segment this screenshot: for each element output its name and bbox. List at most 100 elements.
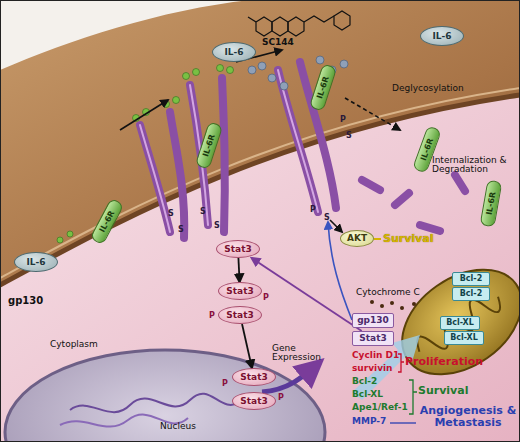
akt-line xyxy=(374,238,381,240)
gp130-fragment xyxy=(362,180,380,190)
cristae xyxy=(412,287,505,363)
sugar-dot xyxy=(183,73,190,80)
kinase-ellipse: AKT xyxy=(340,230,374,247)
site-letter: S xyxy=(346,132,352,140)
bond xyxy=(304,16,334,22)
metastasis-line xyxy=(390,422,416,423)
node-text: gp130 xyxy=(357,316,389,325)
gp130-shine xyxy=(278,70,318,212)
node-text: IL-6 xyxy=(224,48,243,57)
gene-box: Stat3 xyxy=(352,331,394,346)
signal-arrow xyxy=(242,324,252,368)
nucleus xyxy=(5,350,325,442)
dot xyxy=(390,301,394,305)
protein-box: Bcl-2 xyxy=(452,287,490,301)
gp130-chain xyxy=(222,78,225,232)
node-text: Bcl-2 xyxy=(460,290,482,298)
sugar-dot xyxy=(268,74,276,82)
gp130-receptor xyxy=(140,62,465,238)
dna-strand xyxy=(70,394,240,412)
ring xyxy=(256,17,272,36)
process-label: Gene Expression xyxy=(272,344,320,363)
membrane-edge xyxy=(0,95,520,285)
mitochondrion xyxy=(383,248,520,396)
node-text: IL-6 xyxy=(26,258,45,267)
gp130-fragment xyxy=(395,193,409,205)
node-text: Bcl-2 xyxy=(460,275,482,283)
receptor-name: gp130 xyxy=(8,296,43,307)
site-letter: P xyxy=(310,206,316,214)
node-text: IL-6R xyxy=(485,191,497,215)
site-letter: S xyxy=(214,222,220,230)
sugar-dot xyxy=(280,82,288,90)
sugar-dot xyxy=(248,66,256,74)
trafficking-arrows xyxy=(120,50,400,232)
dot xyxy=(370,300,374,304)
protein-ellipse: Stat3 xyxy=(218,282,262,300)
protein-ellipse: Stat3 xyxy=(218,306,262,324)
ring xyxy=(272,17,288,36)
protein-box: Bcl-XL xyxy=(444,331,484,345)
protein-box: Bcl-2 xyxy=(452,272,490,286)
gene-name: MMP-7 xyxy=(352,417,386,426)
gene-name: Cyclin D1 xyxy=(352,351,399,360)
sugar-dot xyxy=(258,62,266,70)
site-letter: S xyxy=(168,210,174,218)
sugar-dot xyxy=(193,69,200,76)
node-text: Stat3 xyxy=(359,334,386,343)
gene-name: survivin xyxy=(352,364,393,373)
sugar-dot xyxy=(217,65,224,72)
membrane-highlight xyxy=(0,88,520,278)
gene-name: Ape1/Ref-1 xyxy=(352,403,408,412)
site-letter: S xyxy=(200,208,206,216)
node-text: IL-6 xyxy=(432,32,451,41)
ligand-ellipse: IL-6 xyxy=(212,42,256,62)
drug-name: SC144 xyxy=(262,38,294,47)
outcome-label: Survival xyxy=(418,385,468,397)
sc144-structure xyxy=(248,11,350,36)
arrow xyxy=(120,100,168,130)
gp130-chain xyxy=(170,112,184,238)
gene-name: Bcl-XL xyxy=(352,390,383,399)
phospho-mark: P xyxy=(222,380,228,388)
region-label: Cytoplasm xyxy=(50,340,98,349)
ring xyxy=(288,17,304,36)
dot xyxy=(380,304,384,308)
process-label: Deglycosylation xyxy=(392,84,464,93)
dot xyxy=(412,302,416,306)
gene-box: gp130 xyxy=(352,313,394,328)
site-letter: S xyxy=(178,226,184,234)
mitochondrion-body xyxy=(383,248,520,396)
ring xyxy=(334,11,350,30)
outcome-label: Proliferation xyxy=(405,356,483,368)
site-letter: P xyxy=(340,116,346,124)
arrow xyxy=(345,98,400,130)
sugar-dot xyxy=(173,97,180,104)
cytochrome-dots xyxy=(370,300,416,310)
phospho-mark: P xyxy=(209,312,215,320)
phospho-mark: P xyxy=(263,294,269,302)
site-letter: S xyxy=(324,214,330,222)
arrow xyxy=(330,220,342,232)
dot xyxy=(400,306,404,310)
phospho-mark: P xyxy=(278,394,284,402)
node-text: Stat3 xyxy=(226,311,253,320)
sugar-dot xyxy=(227,67,234,74)
gp130-fragment xyxy=(455,175,465,191)
signal-arrow xyxy=(252,258,362,331)
node-text: Stat3 xyxy=(226,287,253,296)
sugar-dot xyxy=(316,56,324,64)
node-text: Stat3 xyxy=(240,397,267,406)
sugar-dot xyxy=(57,237,63,243)
process-label: Internalization & Degradation xyxy=(432,156,514,175)
sugar-dot xyxy=(67,231,73,237)
glycosylation xyxy=(57,65,234,244)
node-text: AKT xyxy=(347,234,367,243)
molecule-label: Cytochrome C xyxy=(356,288,420,297)
survival-bracket xyxy=(409,380,417,414)
gene-name: Bcl-2 xyxy=(352,377,377,386)
gp130-shine xyxy=(140,125,170,232)
protein-ellipse: Stat3 xyxy=(216,240,260,258)
